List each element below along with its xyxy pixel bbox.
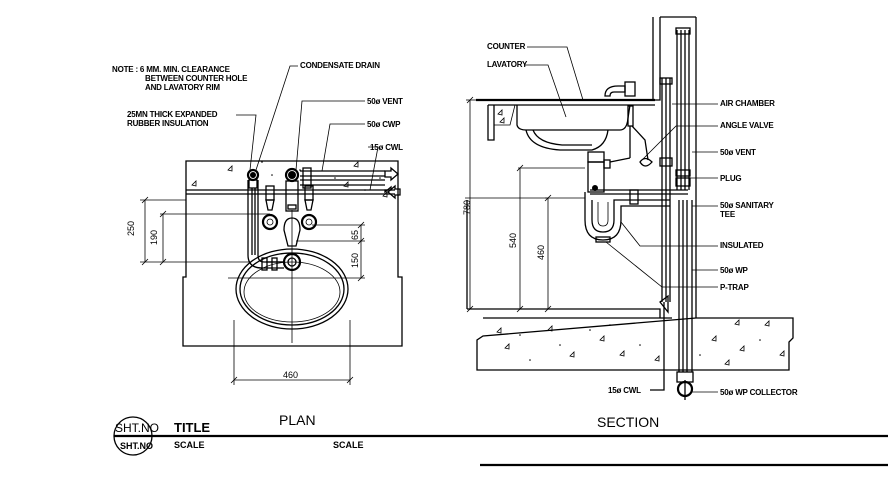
plan-counter-outline: [182, 160, 403, 347]
sheet-no-bottom: SHT.NO: [120, 441, 153, 451]
section-vertical-pipes: [659, 27, 694, 400]
section-title: SECTION: [597, 414, 659, 430]
dim-460-plan: 460: [283, 370, 298, 380]
plan-dimension-lines: [140, 196, 365, 385]
label-insulation-2: RUBBER INSULATION: [127, 119, 209, 128]
label-sanitary-tee-2: TEE: [720, 210, 736, 219]
plan-title: PLAN: [279, 412, 316, 428]
section-lavatory: [516, 104, 631, 151]
plan-hatch: [191, 161, 388, 198]
plan-leader-lines: [236, 65, 379, 191]
label-section-vent: 50ø VENT: [720, 148, 756, 157]
section-view: COUNTER LAVATORY AIR CHAMBER ANGLE VALVE…: [462, 16, 798, 430]
plan-angle-valves: [261, 185, 318, 231]
label-counter: COUNTER: [487, 42, 526, 51]
label-p-trap: P-TRAP: [720, 283, 749, 292]
label-plan-vent: 50ø VENT: [367, 97, 403, 106]
section-leader-lines: [524, 46, 718, 393]
dim-460-section: 460: [536, 245, 546, 260]
label-lavatory: LAVATORY: [487, 60, 528, 69]
section-floor-slab: [466, 200, 794, 371]
section-faucet: [604, 81, 653, 167]
plan-lavatory-bowl: [228, 210, 365, 343]
dim-540: 540: [508, 233, 518, 248]
label-plug: PLUG: [720, 174, 741, 183]
section-cwl-pipe: [650, 302, 665, 391]
label-plan-cwl: 15ø CWL: [370, 143, 403, 152]
slab-hatch: [496, 319, 785, 366]
section-p-trap: [584, 151, 688, 243]
dim-65: 65: [350, 230, 360, 240]
title-label: TITLE: [174, 420, 210, 435]
scale-label-1: SCALE: [174, 440, 205, 450]
dim-190: 190: [149, 230, 159, 245]
section-wall: [652, 16, 697, 318]
note-line-2: BETWEEN COUNTER HOLE: [145, 74, 248, 83]
note-line-1: NOTE : 6 MM. MIN. CLEARANCE: [112, 65, 231, 74]
section-counter: [476, 98, 655, 141]
scale-label-2: SCALE: [333, 440, 364, 450]
label-condensate-drain: CONDENSATE DRAIN: [300, 61, 380, 70]
plan-view: NOTE : 6 MM. MIN. CLEARANCE BETWEEN COUN…: [112, 61, 403, 428]
plan-labels: NOTE : 6 MM. MIN. CLEARANCE BETWEEN COUN…: [112, 61, 403, 428]
label-angle-valve: ANGLE VALVE: [720, 121, 774, 130]
title-block: SHT.NO SHT.NO TITLE SCALE SCALE: [113, 416, 888, 467]
dim-150: 150: [350, 253, 360, 268]
label-section-cwl: 15ø CWL: [608, 386, 641, 395]
label-insulation-1: 25MN THICK EXPANDED: [127, 110, 218, 119]
plan-condensate-drain: [246, 168, 284, 271]
section-dimension-lines: [465, 96, 585, 313]
label-plan-cwp: 50ø CWP: [367, 120, 401, 129]
dim-780: 780: [462, 200, 472, 215]
dim-250: 250: [126, 221, 136, 236]
section-labels: COUNTER LAVATORY AIR CHAMBER ANGLE VALVE…: [462, 42, 798, 430]
label-wp-collector: 50ø WP COLLECTOR: [720, 388, 798, 397]
label-air-chamber: AIR CHAMBER: [720, 99, 775, 108]
note-line-3: AND LAVATORY RIM: [145, 83, 220, 92]
label-wp: 50ø WP: [720, 266, 749, 275]
label-sanitary-tee-1: 50ø SANITARY: [720, 201, 774, 210]
sheet-no-top: SHT.NO: [115, 421, 159, 435]
label-insulated: INSULATED: [720, 241, 764, 250]
